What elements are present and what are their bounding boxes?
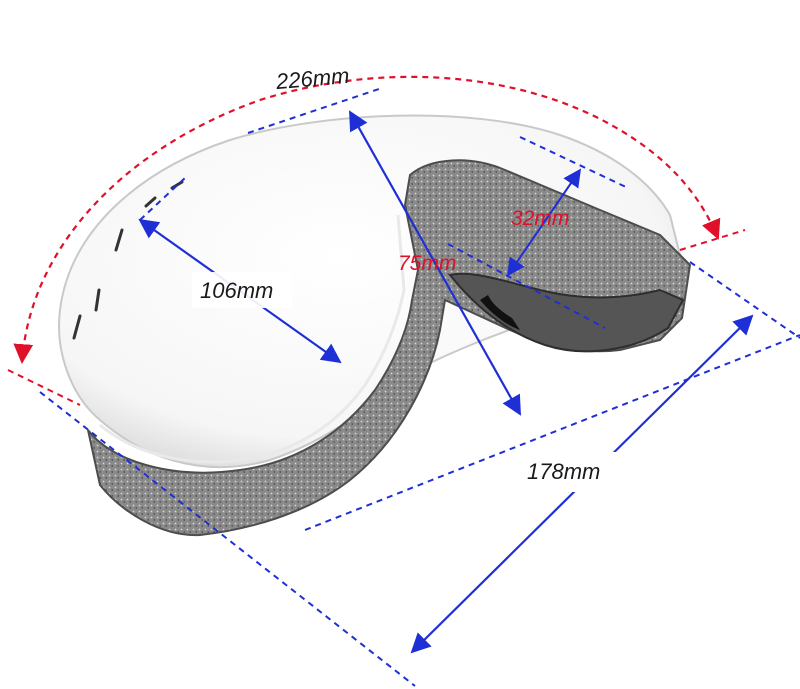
strap-mount-label: 32mm	[511, 207, 570, 230]
arc-dimension-line	[13, 75, 721, 364]
arc-end-left	[7, 369, 81, 406]
frame-depth-label: 75mm	[398, 252, 457, 275]
lens-height-label: 106mm	[200, 278, 274, 303]
arc-end-right	[679, 229, 746, 251]
strap-mount-arrow	[506, 168, 582, 277]
overall-width-label: 178mm	[527, 459, 601, 484]
